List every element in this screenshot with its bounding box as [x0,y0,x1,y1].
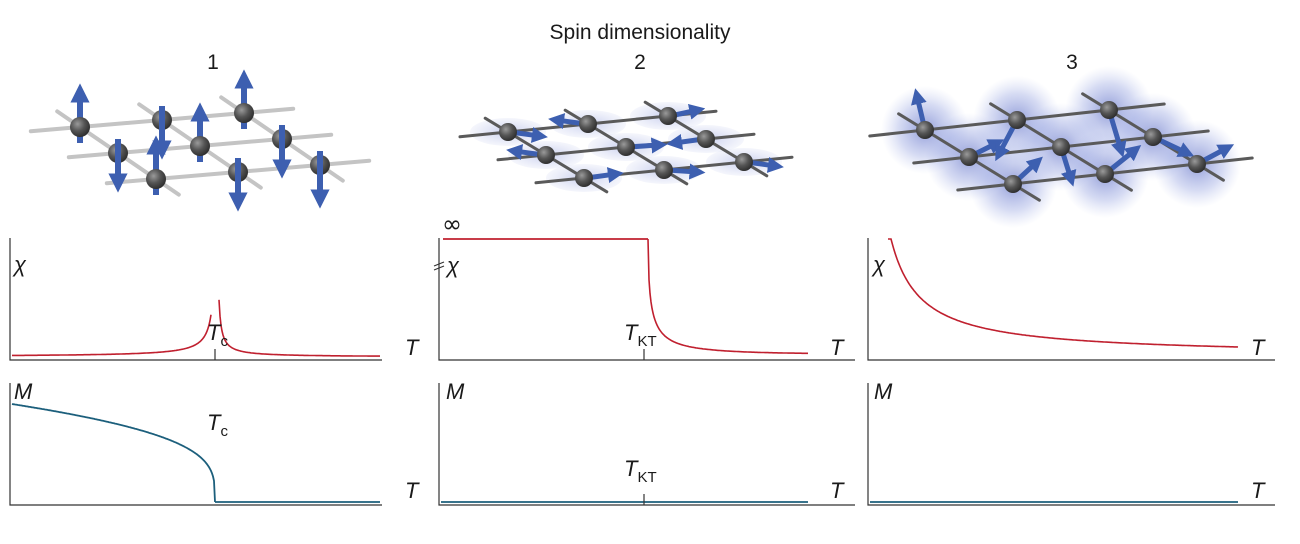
atom [575,169,593,187]
tc-label: Tc [207,410,228,440]
axes [438,383,855,506]
m-axis-label: M [14,379,33,404]
atom [70,117,90,137]
atom [190,136,210,156]
chi-plot-1d: χ T Tc [9,238,420,361]
chi-plot-2d: ∞ χ T TKT [433,210,855,361]
dimension-label-3: 3 [1066,51,1078,74]
atom [146,169,166,189]
axis-break-mark [433,261,445,267]
tkt-label: TKT [624,320,657,350]
atom [537,146,555,164]
m-plot-3d: M T [867,379,1275,506]
tc-main: T [207,320,222,345]
chi-plot-3d: χ T [867,238,1275,361]
atom [659,107,677,125]
tc-label: Tc [207,320,228,350]
atom [916,121,934,139]
chi-axis-label: χ [12,252,27,277]
tkt-subscript: KT [637,333,656,350]
chi-curve [888,238,1239,348]
t-axis-label: T [1251,335,1266,360]
tkt-main: T [624,456,639,481]
tc-subscript: c [220,333,228,350]
atom [735,153,753,171]
chi-axis-label: χ [871,252,886,277]
infinity-label: ∞ [442,210,462,238]
axes [9,383,382,506]
atom [1004,175,1022,193]
xy-lattice-illustration [458,100,794,194]
figure-title: Spin dimensionality [550,21,731,44]
m-axis-label: M [446,379,465,404]
atom [579,115,597,133]
tkt-main: T [624,320,639,345]
axes [867,238,1275,361]
t-axis-label: T [405,478,420,503]
m-plot-1d: M T Tc [9,379,420,506]
chi-curve [12,299,380,357]
atom [499,123,517,141]
tc-subscript: c [220,423,228,440]
axis-break-mark [433,265,445,271]
atom [234,103,254,123]
dimension-label-1: 1 [207,51,219,74]
axes [867,383,1275,506]
ising-lattice-illustration [28,69,372,212]
tkt-subscript: KT [637,469,656,486]
m-axis-label: M [874,379,893,404]
atom [697,130,715,148]
t-axis-label: T [1251,478,1266,503]
atom [655,161,673,179]
tkt-label: TKT [624,456,657,486]
atom [1008,111,1026,129]
t-axis-label: T [830,478,845,503]
m-plot-2d: M T TKT [438,379,855,506]
m-curve [11,403,216,503]
axes [9,238,382,361]
atom [1188,155,1206,173]
tc-main: T [207,410,222,435]
atom [1100,101,1118,119]
atom [1052,138,1070,156]
chi-axis-label: χ [445,253,460,278]
atom [617,138,635,156]
chi-curve [647,238,808,355]
t-axis-label: T [405,335,420,360]
atom [1144,128,1162,146]
atom [960,148,978,166]
dimension-label-2: 2 [634,51,646,74]
axes [438,238,855,361]
t-axis-label: T [830,335,845,360]
heisenberg-lattice-illustration [868,66,1254,228]
atom [1096,165,1114,183]
